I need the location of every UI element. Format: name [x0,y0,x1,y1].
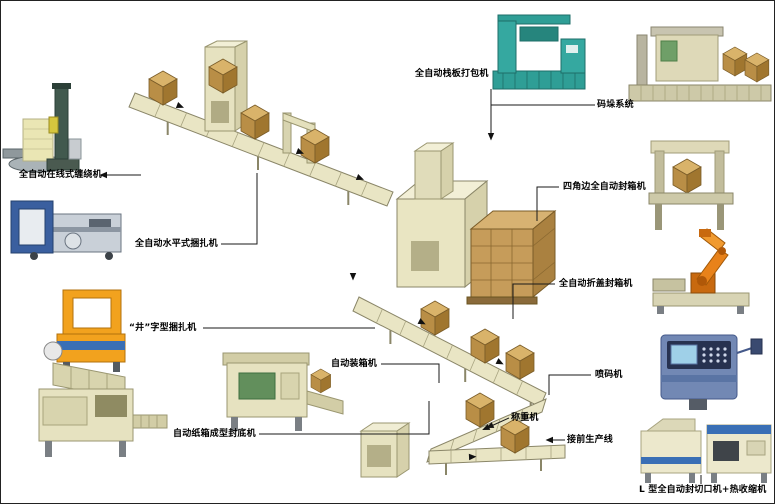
palletizing-system-illustration [628,26,772,102]
four-corner-sealer-illustration [648,140,734,230]
label-pallet-strapper: 全自动栈板打包机 [415,69,489,79]
label-inkjet-printer: 喷码机 [595,370,623,380]
pallet-strapping-machine-illustration [492,14,586,90]
inkjet-printer-illustration [660,334,763,410]
horizontal-strapper-illustration [10,200,122,260]
label-l-sealer-shrink: L 型全自动封切口机+热收缩机 [639,485,767,495]
label-case-packer: 自动装箱机 [331,359,378,369]
flap-fold-sealer-illustration [652,228,750,314]
conveyor-line-illustration [128,40,566,478]
l-sealer-shrink-illustration [640,418,772,483]
label-upstream-line: 接前生产线 [567,435,614,445]
case-packer-illustration [222,352,344,431]
label-checkweigher: 称重机 [511,413,539,423]
pallet-wrapper-illustration [2,83,82,173]
label-flap-fold-sealer: 全自动折盖封箱机 [559,279,633,289]
label-inline-wrapper: 全自动在线式缠绕机 [19,170,102,180]
label-four-corner-sealer: 四角边全自动封箱机 [563,182,646,192]
carton-erector-illustration [38,362,168,457]
label-well-type-strapper: “井”字型捆扎机 [129,323,197,333]
well-type-strapper-illustration [43,289,126,372]
label-palletizing-system: 码垛系统 [597,100,634,110]
leader-lines [99,89,702,484]
label-carton-erector: 自动纸箱成型封底机 [173,429,256,439]
label-horizontal-strapper: 全自动水平式捆扎机 [135,239,218,249]
